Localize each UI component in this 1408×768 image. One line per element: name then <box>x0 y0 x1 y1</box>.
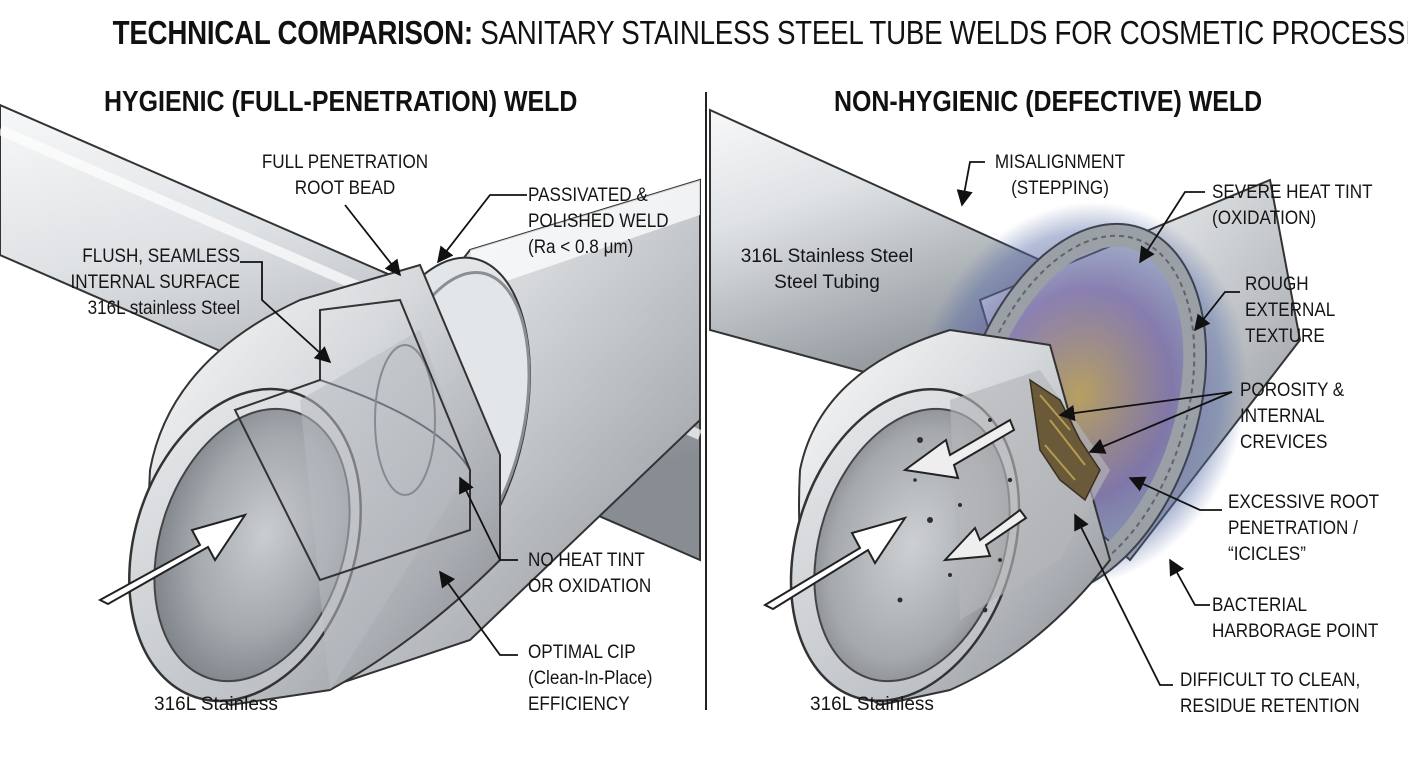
right-flow-arrow-in <box>762 516 908 611</box>
left-panel-heading: HYGIENIC (FULL-PENETRATION) WELD <box>104 86 578 118</box>
left-flow-arrow <box>97 513 248 606</box>
title-rest-part: SANITARY STAINLESS STEEL TUBE WELDS FOR … <box>480 14 1408 51</box>
label-porosity: POROSITY & INTERNAL CREVICES <box>1240 380 1345 453</box>
label-root-bead: FULL PENETRATION ROOT BEAD <box>261 152 429 199</box>
label-left-material: 316L Stainless <box>154 694 278 715</box>
hygienic-weld-drawing <box>0 103 702 707</box>
label-bacterial-harborage: BACTERIAL HARBORAGE POINT <box>1212 595 1379 642</box>
label-misalignment: MISALIGNMENT (STEPPING) <box>994 152 1126 199</box>
page-title: TECHNICAL COMPARISON: SANITARY STAINLESS… <box>112 14 1408 52</box>
label-heat-tint: SEVERE HEAT TINT (OXIDATION) <box>1212 182 1373 229</box>
label-difficult-to-clean: DIFFICULT TO CLEAN, RESIDUE RETENTION <box>1180 670 1361 717</box>
label-passivated-weld: PASSIVATED & POLISHED WELD (Ra < 0.8 μm) <box>528 185 669 258</box>
right-flow-arrow-swirl <box>902 418 1016 480</box>
label-no-heat-tint: NO HEAT TINT OR OXIDATION <box>528 550 652 597</box>
title-bold-part: TECHNICAL COMPARISON: <box>112 14 473 51</box>
right-leader-lines <box>956 161 1240 686</box>
label-right-material: 316L Stainless <box>810 694 934 715</box>
label-flush-surface: FLUSH, SEAMLESS INTERNAL SURFACE 316L st… <box>70 246 240 319</box>
right-panel-heading: NON-HYGIENIC (DEFECTIVE) WELD <box>834 86 1263 118</box>
label-rough-texture: ROUGH EXTERNAL TEXTURE <box>1245 274 1336 347</box>
label-excessive-root: EXCESSIVE ROOT PENETRATION / “ICICLES” <box>1228 492 1380 565</box>
label-tubing: 316L Stainless Steel Steel Tubing <box>740 246 914 293</box>
label-optimal-cip: OPTIMAL CIP (Clean-In-Place) EFFICIENCY <box>528 642 653 715</box>
left-leader-lines <box>240 194 527 656</box>
defective-weld-drawing <box>709 108 1302 707</box>
